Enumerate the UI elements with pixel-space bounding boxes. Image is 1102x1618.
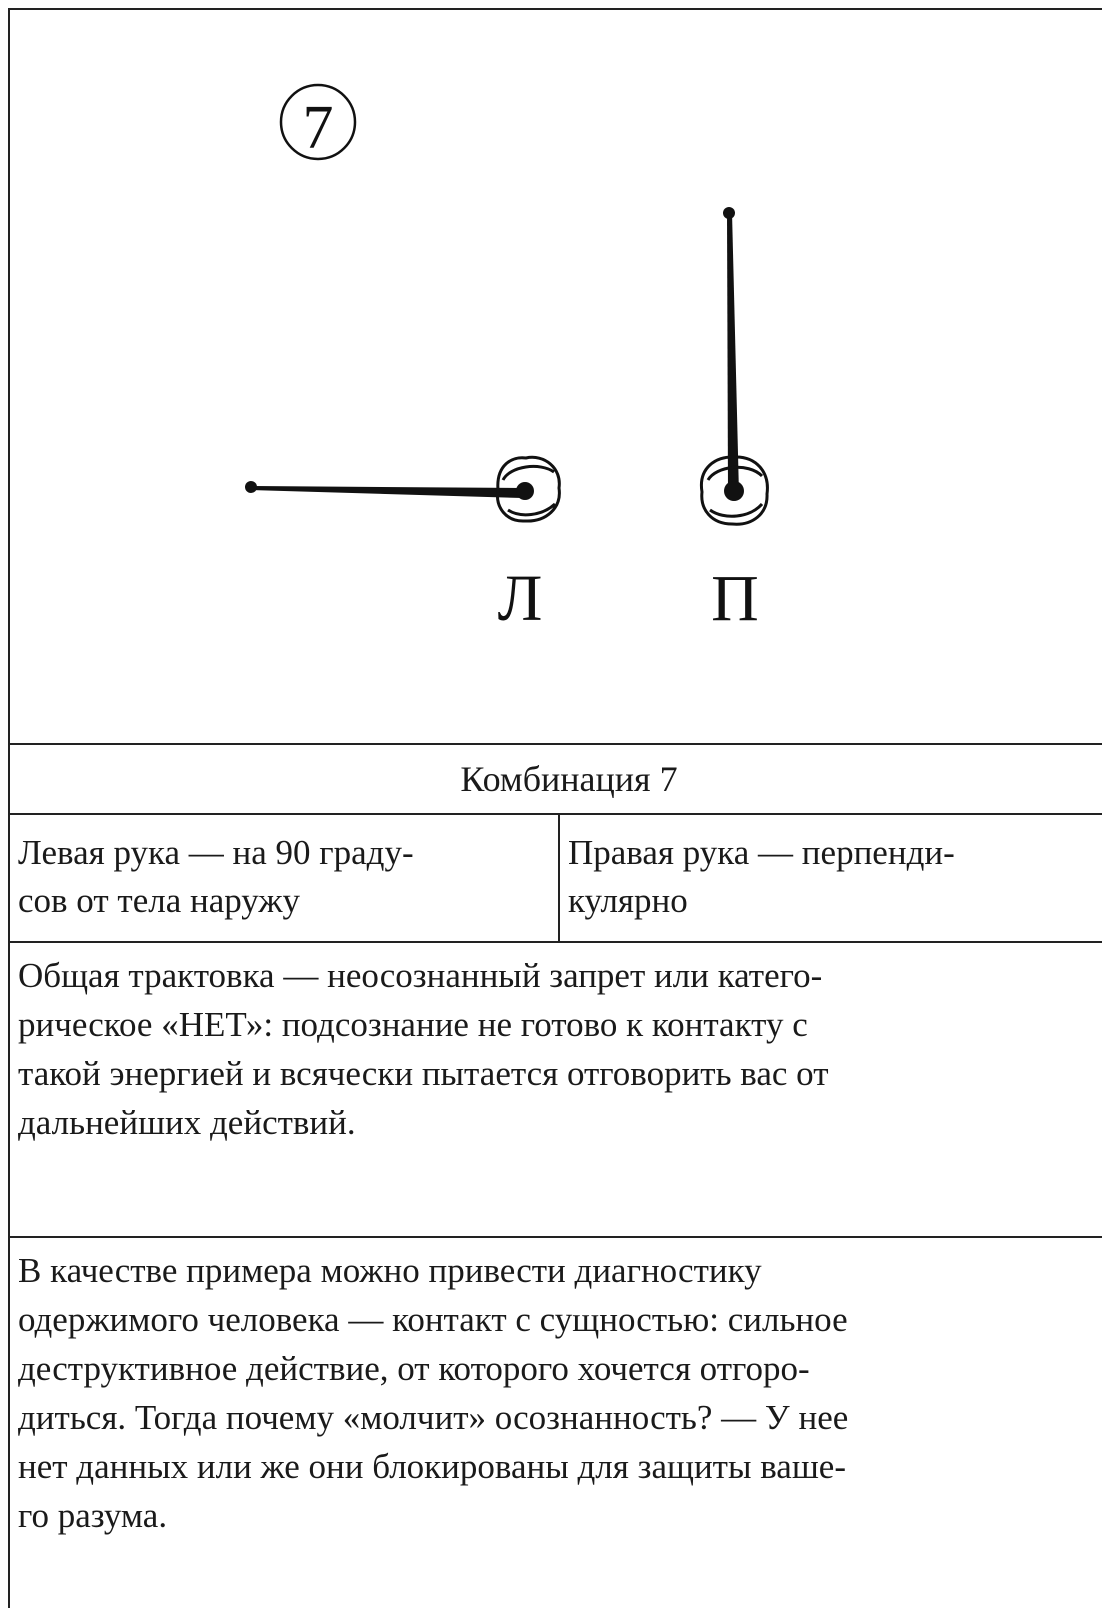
combination-illustration: 7 Л П (10, 10, 1102, 745)
right-hand-label: П (711, 562, 759, 635)
left-hand-text: Левая рука — на 90 граду- сов от тела на… (18, 833, 414, 920)
right-hand-pendulum (699, 207, 769, 526)
combination-caption: Комбинация 7 (10, 745, 1102, 815)
general-interpretation: Общая трактовка — неосознанный запрет ил… (10, 943, 1102, 1238)
number-circle (279, 83, 357, 161)
left-hand-description: Левая рука — на 90 граду- сов от тела на… (10, 815, 560, 941)
general-interpretation-text: Общая трактовка — неосознанный запрет ил… (18, 956, 829, 1142)
left-hand-pendulum (245, 455, 561, 523)
hand-pendulum-diagram: 7 Л П (245, 83, 769, 635)
hands-description-row: Левая рука — на 90 граду- сов от тела на… (10, 815, 1102, 943)
right-hand-text: Правая рука — перпенди- кулярно (568, 833, 955, 920)
right-hand-description: Правая рука — перпенди- кулярно (560, 815, 1102, 941)
document-frame: 7 Л П Комбинация 7 Левая рука — на 90 гр… (8, 8, 1102, 1608)
combination-number: 7 (303, 94, 334, 162)
example-section: В качестве примера можно привести диагно… (10, 1238, 1102, 1618)
example-text: В качестве примера можно привести диагно… (18, 1251, 849, 1535)
left-hand-label: Л (498, 562, 543, 635)
